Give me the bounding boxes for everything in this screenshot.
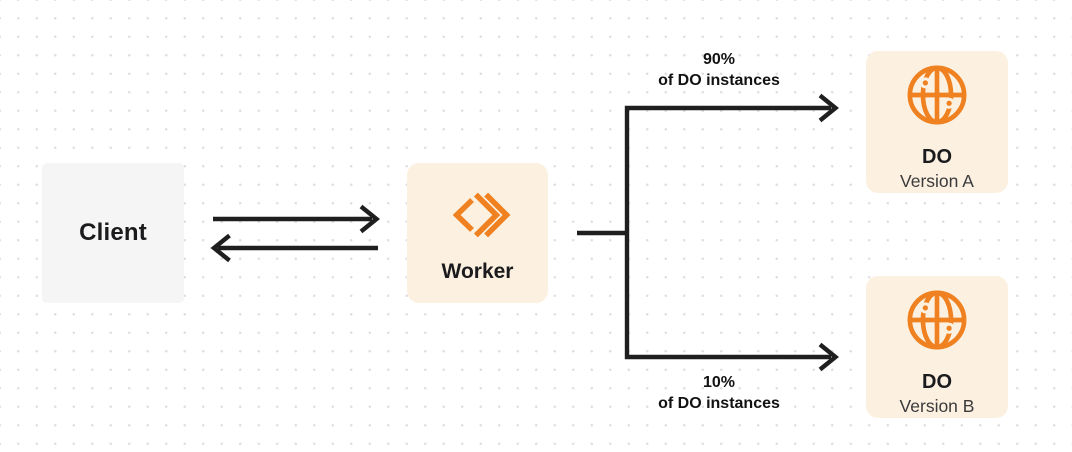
- do-version-b-subtitle: Version B: [899, 396, 975, 416]
- globe-icon: [906, 64, 968, 131]
- edge-label-to-version-b-percent: 10%: [702, 374, 736, 391]
- arrow-client-to-worker-head-icon: [359, 204, 381, 234]
- globe-icon: [906, 289, 968, 356]
- edge-label-to-version-a-percent: 90%: [702, 51, 736, 68]
- edge-label-to-version-b-caption: of DO instances: [658, 395, 780, 412]
- arrow-to-do-a-head-icon: [818, 93, 840, 123]
- edge-label-to-version-a: 90% of DO instances: [605, 49, 833, 91]
- worker-node-label: Worker: [441, 260, 514, 283]
- client-node: Client: [42, 163, 184, 303]
- edge-label-to-version-b: 10% of DO instances: [605, 372, 833, 414]
- branch-split-line: [624, 105, 831, 360]
- arrow-to-do-b-head-icon: [818, 342, 840, 372]
- do-version-b-title: DO: [922, 371, 952, 393]
- do-version-b-node: DO Version B: [866, 276, 1008, 418]
- do-version-a-title: DO: [922, 146, 952, 168]
- worker-node: Worker: [407, 163, 548, 303]
- edge-label-to-version-a-caption: of DO instances: [658, 72, 780, 89]
- workers-chevrons-icon: [445, 186, 511, 244]
- client-node-label: Client: [79, 219, 147, 246]
- arrow-worker-to-client-head-icon: [210, 233, 231, 263]
- do-version-a-node: DO Version A: [866, 51, 1008, 193]
- do-version-a-subtitle: Version A: [900, 171, 974, 191]
